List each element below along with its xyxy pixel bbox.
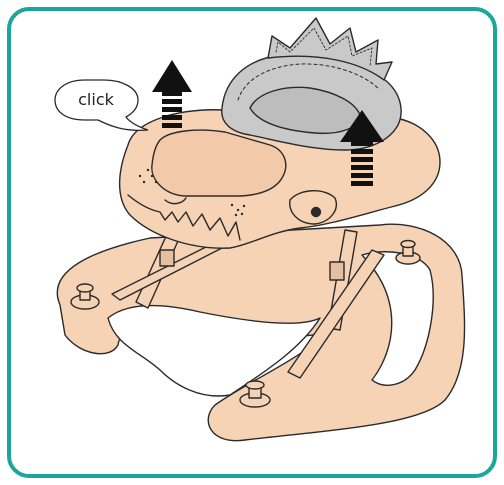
croc-teeth: [127, 194, 241, 241]
activity-tray: [151, 129, 287, 197]
baby-walker-illustration: [56, 17, 466, 442]
croc-spikes: [267, 17, 393, 81]
click-callout: click: [54, 79, 149, 132]
base-knob-front: [239, 380, 271, 408]
base-knob-right: [395, 239, 421, 265]
base-knob-left: [70, 283, 100, 310]
seat-stitching: [237, 63, 379, 101]
instruction-panel: click: [7, 7, 497, 478]
base-inner-opening: [107, 304, 321, 397]
base-right-opening: [361, 251, 434, 386]
click-label: click: [78, 90, 114, 109]
croc-eye: [289, 190, 337, 225]
croc-nostrils: [138, 168, 246, 217]
lift-arrow-right-icon: [340, 110, 384, 186]
croc-smile: [164, 197, 187, 205]
lift-arrow-left-icon: [152, 60, 192, 128]
spike-stitching: [275, 27, 373, 67]
